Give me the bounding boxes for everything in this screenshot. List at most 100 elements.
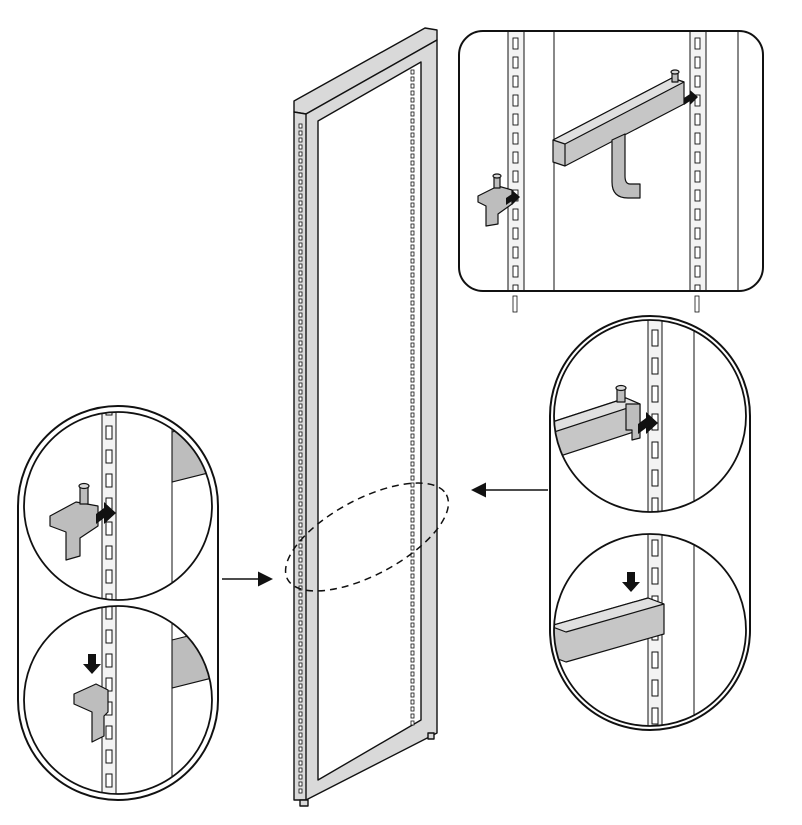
slot bbox=[410, 160, 415, 166]
slot bbox=[298, 711, 303, 717]
slot bbox=[298, 354, 303, 360]
slot bbox=[410, 580, 415, 586]
slot bbox=[298, 144, 303, 150]
slot bbox=[105, 593, 113, 600]
slot bbox=[298, 627, 303, 633]
slot bbox=[410, 111, 415, 117]
slot bbox=[410, 461, 415, 467]
slot bbox=[298, 634, 303, 640]
slot bbox=[694, 246, 701, 259]
slot bbox=[105, 425, 113, 440]
slot bbox=[410, 685, 415, 691]
slot bbox=[694, 132, 701, 145]
slot bbox=[410, 608, 415, 614]
slot bbox=[298, 697, 303, 703]
slot bbox=[298, 158, 303, 164]
slot bbox=[410, 503, 415, 509]
slot bbox=[410, 146, 415, 152]
slot bbox=[298, 368, 303, 374]
slot bbox=[298, 256, 303, 262]
upright-slots bbox=[105, 412, 113, 600]
slot bbox=[410, 279, 415, 285]
slot bbox=[298, 326, 303, 332]
slot bbox=[298, 179, 303, 185]
slot bbox=[298, 739, 303, 745]
slot bbox=[694, 151, 701, 164]
slot bbox=[410, 468, 415, 474]
slot bbox=[410, 650, 415, 656]
slot bbox=[410, 76, 415, 82]
slot bbox=[410, 69, 415, 75]
slot bbox=[298, 130, 303, 136]
slot bbox=[298, 263, 303, 269]
slot bbox=[298, 193, 303, 199]
slot bbox=[298, 655, 303, 661]
slot bbox=[410, 216, 415, 222]
slot bbox=[512, 132, 519, 145]
slot bbox=[694, 113, 701, 126]
right-arrow-icon bbox=[96, 502, 116, 524]
slot bbox=[298, 718, 303, 724]
slot bbox=[298, 214, 303, 220]
slot bbox=[298, 767, 303, 773]
slot bbox=[512, 246, 519, 259]
slot bbox=[512, 94, 519, 107]
slot bbox=[410, 272, 415, 278]
slot bbox=[410, 489, 415, 495]
slot bbox=[105, 473, 113, 488]
top-detail-panel bbox=[458, 30, 764, 313]
slot bbox=[512, 208, 519, 221]
bracket-clip bbox=[73, 683, 109, 743]
slot bbox=[410, 384, 415, 390]
slot bbox=[694, 265, 701, 278]
slot bbox=[410, 713, 415, 719]
slot bbox=[298, 578, 303, 584]
slot bbox=[298, 333, 303, 339]
slot bbox=[298, 200, 303, 206]
slot bbox=[512, 56, 519, 69]
slot bbox=[410, 671, 415, 677]
slot bbox=[651, 539, 659, 557]
slot bbox=[298, 228, 303, 234]
slot bbox=[105, 677, 113, 692]
slot bbox=[298, 501, 303, 507]
slot bbox=[410, 153, 415, 159]
slot bbox=[298, 417, 303, 423]
slot bbox=[410, 405, 415, 411]
slot bbox=[651, 469, 659, 487]
slot bbox=[410, 398, 415, 404]
slot bbox=[694, 56, 701, 69]
slot bbox=[298, 375, 303, 381]
slot bbox=[512, 151, 519, 164]
slot bbox=[410, 433, 415, 439]
slot bbox=[298, 522, 303, 528]
slot bbox=[694, 94, 701, 107]
slot bbox=[410, 125, 415, 131]
slot bbox=[298, 172, 303, 178]
slot bbox=[298, 123, 303, 129]
slot bbox=[298, 312, 303, 318]
slot bbox=[512, 37, 519, 50]
frame-slot-pattern bbox=[298, 69, 415, 794]
slot bbox=[410, 321, 415, 327]
slot bbox=[410, 594, 415, 600]
slot bbox=[298, 284, 303, 290]
slot bbox=[410, 363, 415, 369]
slot bbox=[298, 788, 303, 794]
upright-slots bbox=[105, 606, 113, 788]
slot bbox=[298, 242, 303, 248]
slot bbox=[298, 704, 303, 710]
slot bbox=[410, 552, 415, 558]
slot bbox=[298, 459, 303, 465]
slot bbox=[410, 237, 415, 243]
slot bbox=[410, 426, 415, 432]
slot bbox=[410, 587, 415, 593]
slot bbox=[298, 361, 303, 367]
slot bbox=[298, 669, 303, 675]
slot bbox=[512, 170, 519, 183]
slot bbox=[410, 538, 415, 544]
slot bbox=[298, 683, 303, 689]
slot bbox=[298, 606, 303, 612]
slot bbox=[105, 773, 113, 788]
